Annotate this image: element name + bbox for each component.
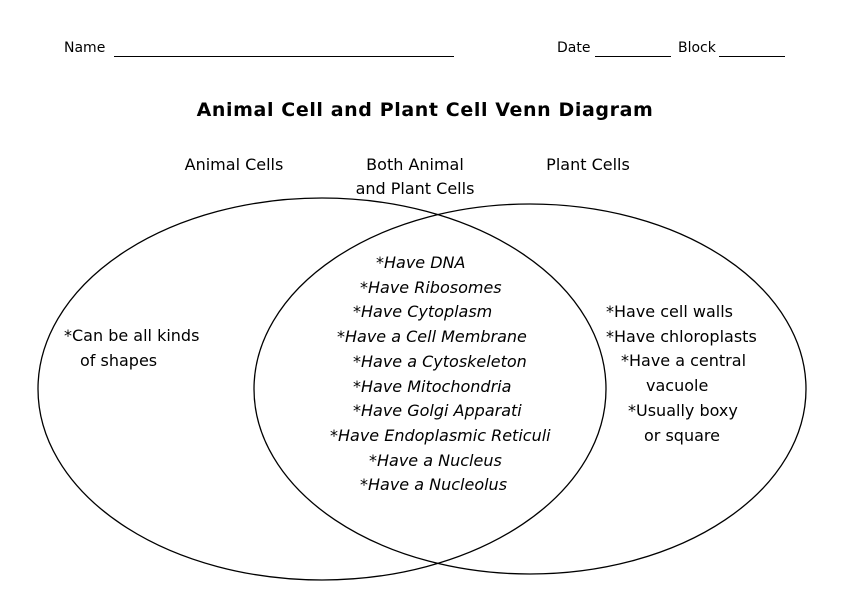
both-item: *Have DNA — [376, 253, 466, 272]
plant-cells-label: Plant Cells — [546, 155, 630, 174]
plant-item: *Have cell walls — [606, 302, 733, 321]
both-label-line1: Both Animal — [366, 155, 464, 174]
both-items: *Have DNA *Have Ribosomes *Have Cytoplas… — [322, 251, 582, 498]
both-item: *Have Ribosomes — [360, 277, 502, 297]
animal-item: of shapes — [80, 350, 158, 370]
plant-item: or square — [644, 425, 720, 445]
block-blank-line[interactable] — [719, 56, 785, 57]
animal-item: *Can be all kinds — [64, 326, 200, 345]
animal-cell-ellipse — [37, 197, 607, 581]
plant-item: *Have chloroplasts — [606, 326, 757, 346]
plant-item: vacuole — [646, 376, 709, 396]
name-label: Name — [64, 40, 106, 56]
both-item: *Have a Nucleus — [369, 450, 502, 470]
both-item: *Have a Cell Membrane — [337, 327, 527, 347]
name-blank-line[interactable] — [114, 56, 454, 57]
plant-cell-ellipse — [253, 203, 807, 575]
both-item: *Have Mitochondria — [353, 376, 512, 396]
both-item: *Have a Cytoskeleton — [353, 351, 527, 371]
both-item: *Have Golgi Apparati — [353, 401, 522, 421]
animal-items: *Can be all kinds of shapes — [64, 324, 199, 373]
page-title: Animal Cell and Plant Cell Venn Diagram — [196, 99, 654, 121]
animal-cells-label: Animal Cells — [184, 155, 284, 174]
plant-item: *Usually boxy — [628, 400, 738, 420]
both-item: *Have a Nucleolus — [360, 475, 508, 495]
block-label: Block — [678, 40, 716, 56]
both-item: *Have Cytoplasm — [353, 302, 493, 322]
plant-items: *Have cell walls *Have chloroplasts *Hav… — [606, 300, 757, 448]
date-label: Date — [557, 40, 591, 56]
date-blank-line[interactable] — [595, 56, 671, 57]
both-item: *Have Endoplasmic Reticuli — [330, 425, 551, 445]
both-label-line2: and Plant Cells — [355, 179, 475, 198]
plant-item: *Have a central — [621, 351, 747, 371]
